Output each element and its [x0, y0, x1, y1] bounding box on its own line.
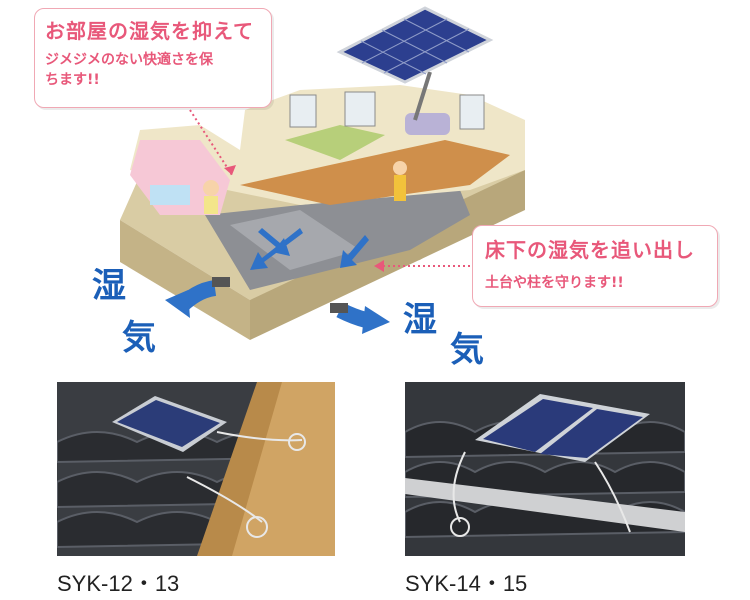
- living-room-floor: [240, 140, 510, 205]
- sofa: [405, 113, 450, 135]
- humidity-label-left-bottom: 気: [122, 318, 156, 358]
- product-model-2: SYK-14・15: [405, 571, 528, 596]
- rooftop-solar-panel: [336, 6, 494, 84]
- callout-top-line2: ちます!!: [45, 72, 100, 88]
- callout-top-line1: ジメジメのない快適さを保: [45, 52, 213, 68]
- callout-right-line1: 土台や柱を守ります!!: [485, 275, 624, 291]
- product-photo-syk-12-13: [57, 382, 335, 556]
- exhaust-arrow-left: [165, 280, 217, 318]
- roof-tiles-scene-2: [405, 382, 685, 556]
- child-figure: [203, 180, 219, 196]
- humidity-label-right-top: 湿: [403, 300, 437, 340]
- humidity-label-left-top: 湿: [92, 266, 126, 306]
- product-model-1: SYK-12・13: [57, 571, 180, 596]
- underfloor-airflow-arrows: [250, 228, 369, 270]
- panel-pole: [413, 71, 432, 121]
- vent-left: [212, 277, 230, 287]
- callout-right-heading: 床下の湿気を追い出し: [485, 238, 695, 262]
- product-photo-syk-14-15: [405, 382, 685, 556]
- woman-figure: [393, 161, 407, 175]
- house-cutaway-illustration: [120, 6, 525, 340]
- tatami-room: [285, 125, 385, 160]
- roof-tiles-scene-1: [57, 382, 335, 556]
- callout-room-humidity: お部屋の湿気を抑えて ジメジメのない快適さを保 ちます!!: [34, 8, 272, 108]
- callout-underfloor-humidity: 床下の湿気を追い出し 土台や柱を守ります!!: [472, 225, 718, 307]
- humidity-label-right-bottom: 気: [450, 330, 484, 370]
- vent-right: [330, 303, 348, 313]
- callout-top-heading: お部屋の湿気を抑えて: [45, 19, 254, 43]
